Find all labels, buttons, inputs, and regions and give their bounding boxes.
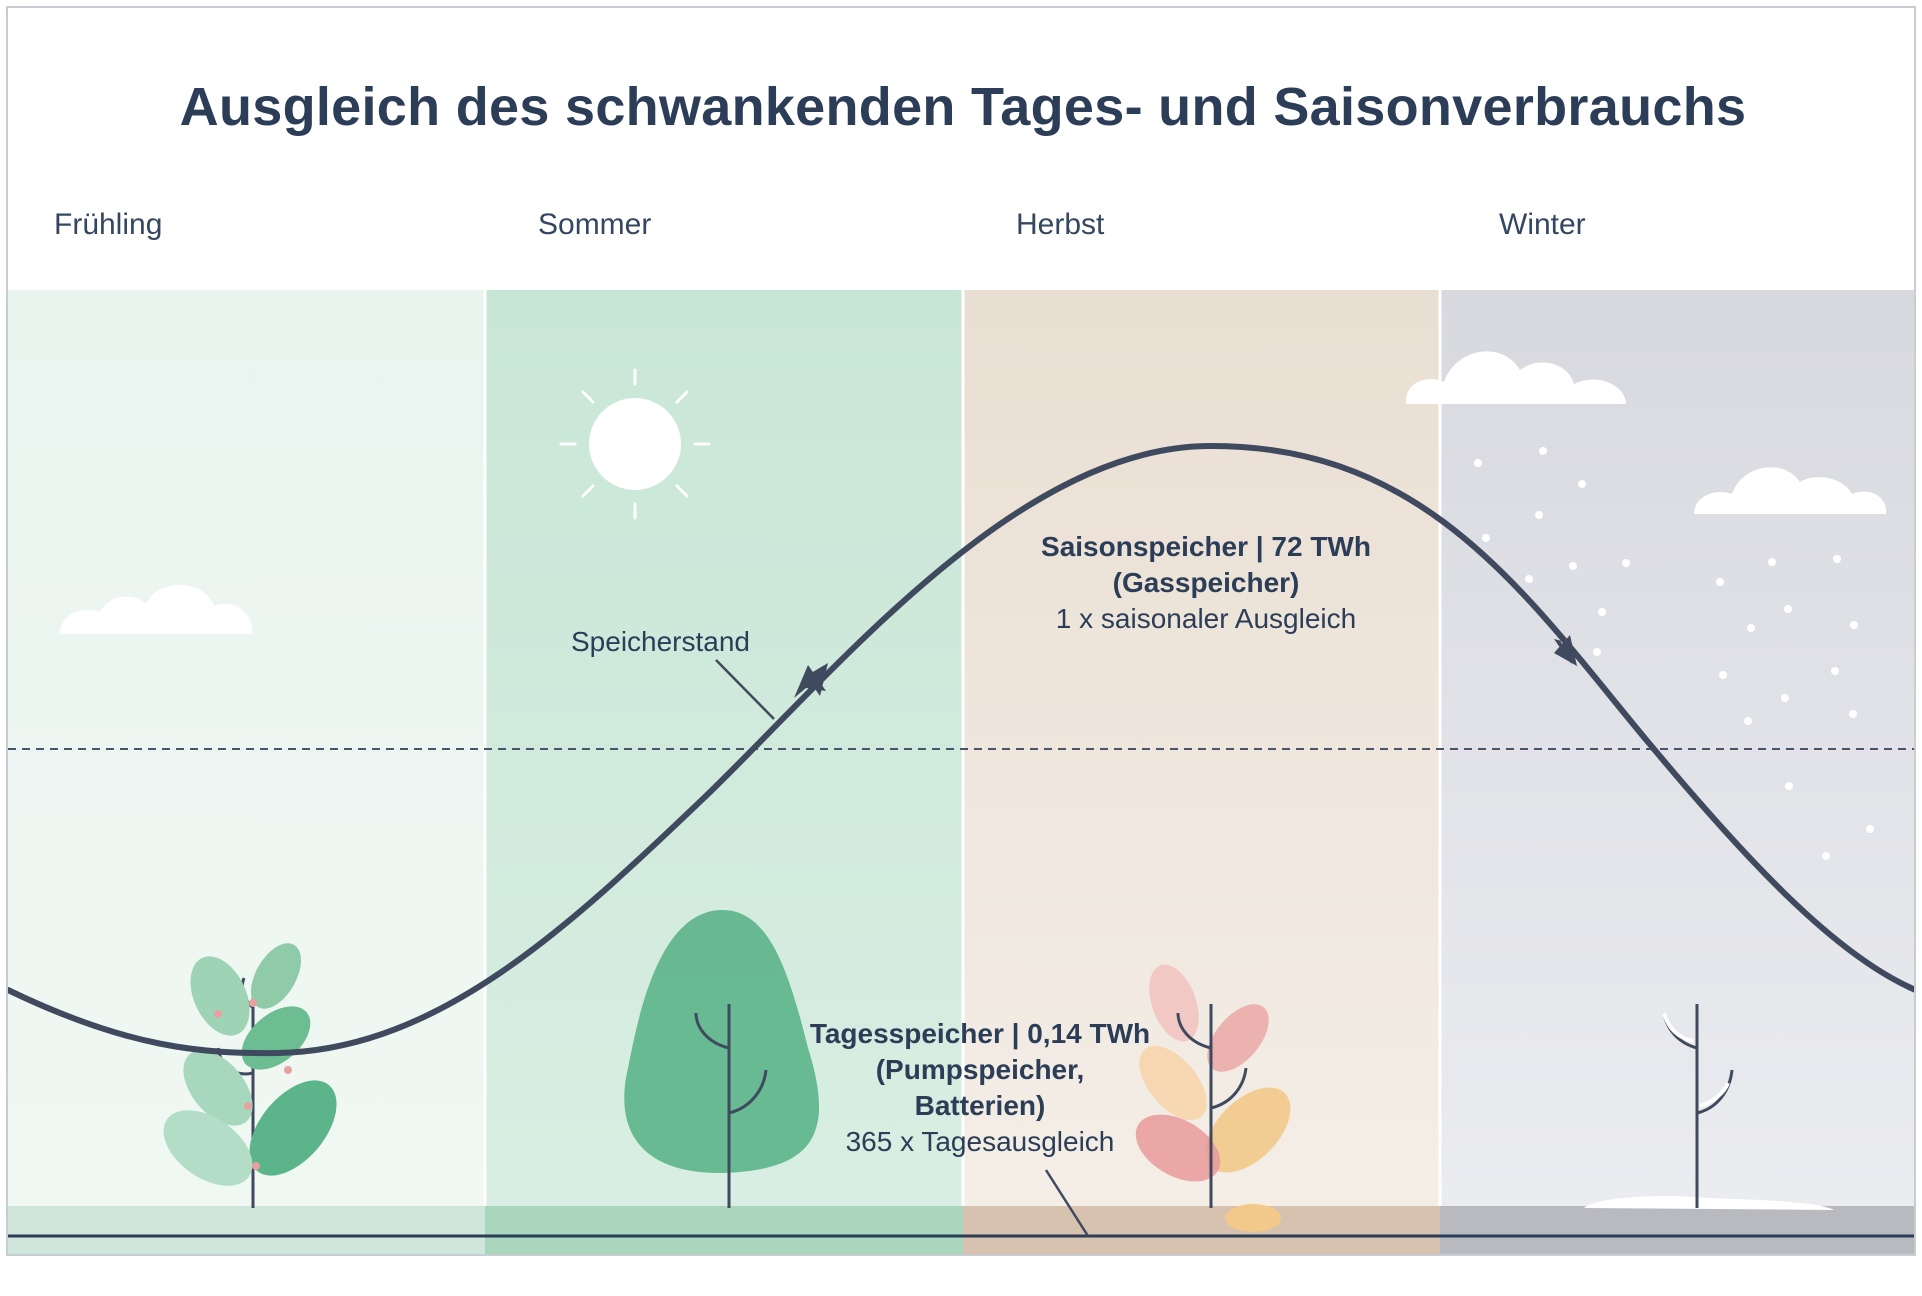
label-storage-level: Speicherstand xyxy=(571,626,750,657)
tree-icon xyxy=(624,909,820,1208)
cloud-icon xyxy=(1405,351,1626,404)
sprout-icon xyxy=(163,943,337,1208)
cloud-icon xyxy=(1694,467,1887,514)
ground-summer xyxy=(485,1206,963,1254)
season-label-autumn: Herbst xyxy=(1016,208,1105,241)
label-seasonal-storage-cycles: 1 x saisonaler Ausgleich xyxy=(1056,603,1356,634)
season-label-winter: Winter xyxy=(1499,208,1586,241)
ground-spring xyxy=(8,1206,485,1254)
season-label-summer: Sommer xyxy=(538,208,652,241)
label-daily-storage-title: Tagesspeicher | 0,14 TWh xyxy=(810,1018,1150,1049)
snowflake-icon xyxy=(1474,447,1874,860)
label-daily-storage-type-2: Batterien) xyxy=(915,1090,1046,1121)
sun-icon xyxy=(559,368,711,520)
bare-tree-icon xyxy=(1584,1004,1834,1210)
label-daily-storage-cycles: 365 x Tagesausgleich xyxy=(846,1126,1115,1157)
label-seasonal-storage-title: Saisonspeicher | 72 TWh xyxy=(1041,531,1371,562)
autumn-plant-icon xyxy=(1135,964,1291,1232)
pointer-line-storage-level xyxy=(715,659,775,720)
storage-diagram: Speicherstand Saisonspeicher | 72 TWh (G… xyxy=(8,290,1914,1254)
cloud-icon xyxy=(60,584,253,634)
label-seasonal-storage-type: (Gasspeicher) xyxy=(1113,567,1300,598)
label-daily-storage-type: (Pumpspeicher, xyxy=(876,1054,1085,1085)
page-title: Ausgleich des schwankenden Tages- und Sa… xyxy=(179,77,1747,137)
arrow-up-icon xyxy=(806,663,828,696)
ground-winter xyxy=(1440,1206,1914,1254)
storage-level-curve xyxy=(8,442,1914,1057)
diagram-frame: Ausgleich des schwankenden Tages- und Sa… xyxy=(6,6,1916,1256)
season-label-spring: Frühling xyxy=(54,208,163,241)
pointer-line-daily-storage xyxy=(1044,1169,1090,1237)
arrow-down-icon xyxy=(1554,635,1577,666)
ground-autumn xyxy=(963,1206,1440,1254)
